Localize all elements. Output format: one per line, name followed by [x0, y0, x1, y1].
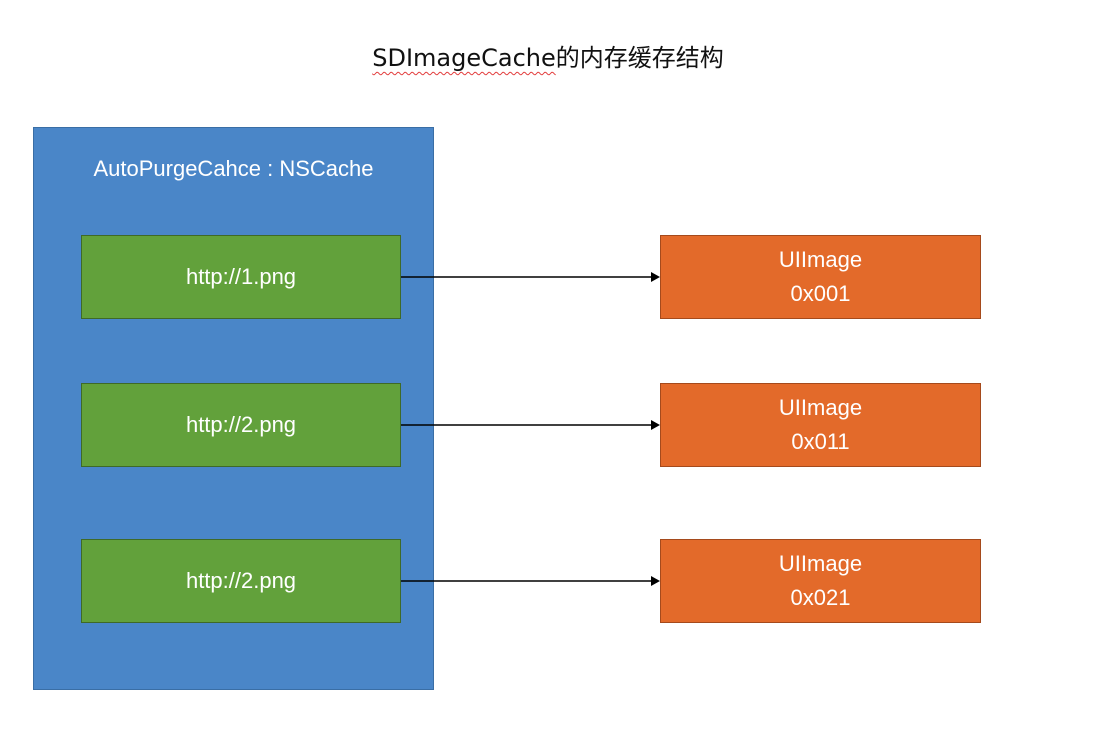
image-value-2: UIImage 0x011: [660, 383, 981, 467]
arrow-1: [401, 272, 660, 282]
container-label: AutoPurgeCahce : NSCache: [93, 156, 374, 181]
arrow-3: [401, 576, 660, 586]
image-value-3-address: 0x021: [790, 585, 851, 610]
diagram-title: SDImageCache的内存缓存结构: [0, 38, 1096, 73]
autopurge-cache-container: AutoPurgeCahce : NSCache http://1.png ht…: [33, 127, 434, 690]
cache-key-1: http://1.png: [81, 235, 401, 319]
image-value-2-type: UIImage: [778, 395, 863, 420]
cache-key-1-label: http://1.png: [185, 264, 297, 289]
image-value-1: UIImage 0x001: [660, 235, 981, 319]
cache-key-3-label: http://2.png: [185, 568, 297, 593]
image-value-1-address: 0x001: [790, 281, 851, 306]
cache-key-2: http://2.png: [81, 383, 401, 467]
image-value-2-address: 0x011: [791, 429, 850, 454]
image-value-3: UIImage 0x021: [660, 539, 981, 623]
title-latin: SDImageCache: [372, 44, 556, 72]
image-value-3-type: UIImage: [778, 551, 863, 576]
arrow-2: [401, 420, 660, 430]
image-value-1-type: UIImage: [778, 247, 863, 272]
cache-key-2-label: http://2.png: [185, 412, 297, 437]
cache-key-3: http://2.png: [81, 539, 401, 623]
title-cjk: 的内存缓存结构: [555, 44, 724, 72]
